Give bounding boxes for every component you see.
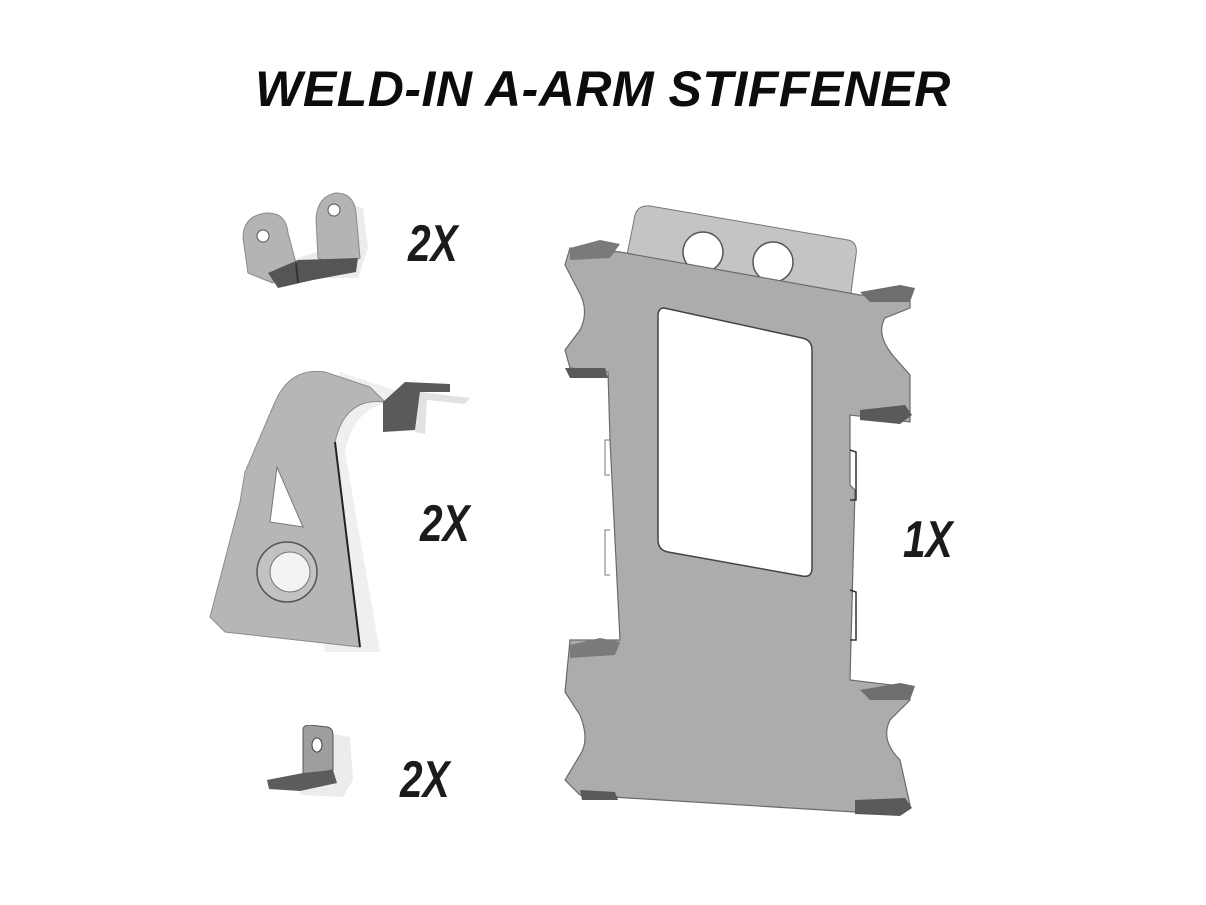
gusset-plate-image — [205, 362, 480, 662]
page-title: WELD-IN A-ARM STIFFENER — [255, 61, 951, 117]
clevis-bracket-image — [238, 188, 378, 303]
clevis-bracket-quantity: 2X — [408, 215, 458, 273]
gusset-plate-quantity: 2X — [420, 495, 470, 553]
angle-tab-quantity: 2X — [400, 751, 450, 809]
main-stiffener-plate-image — [560, 200, 925, 820]
angle-tab-image — [265, 725, 360, 805]
main-stiffener-plate-quantity: 1X — [903, 511, 953, 569]
